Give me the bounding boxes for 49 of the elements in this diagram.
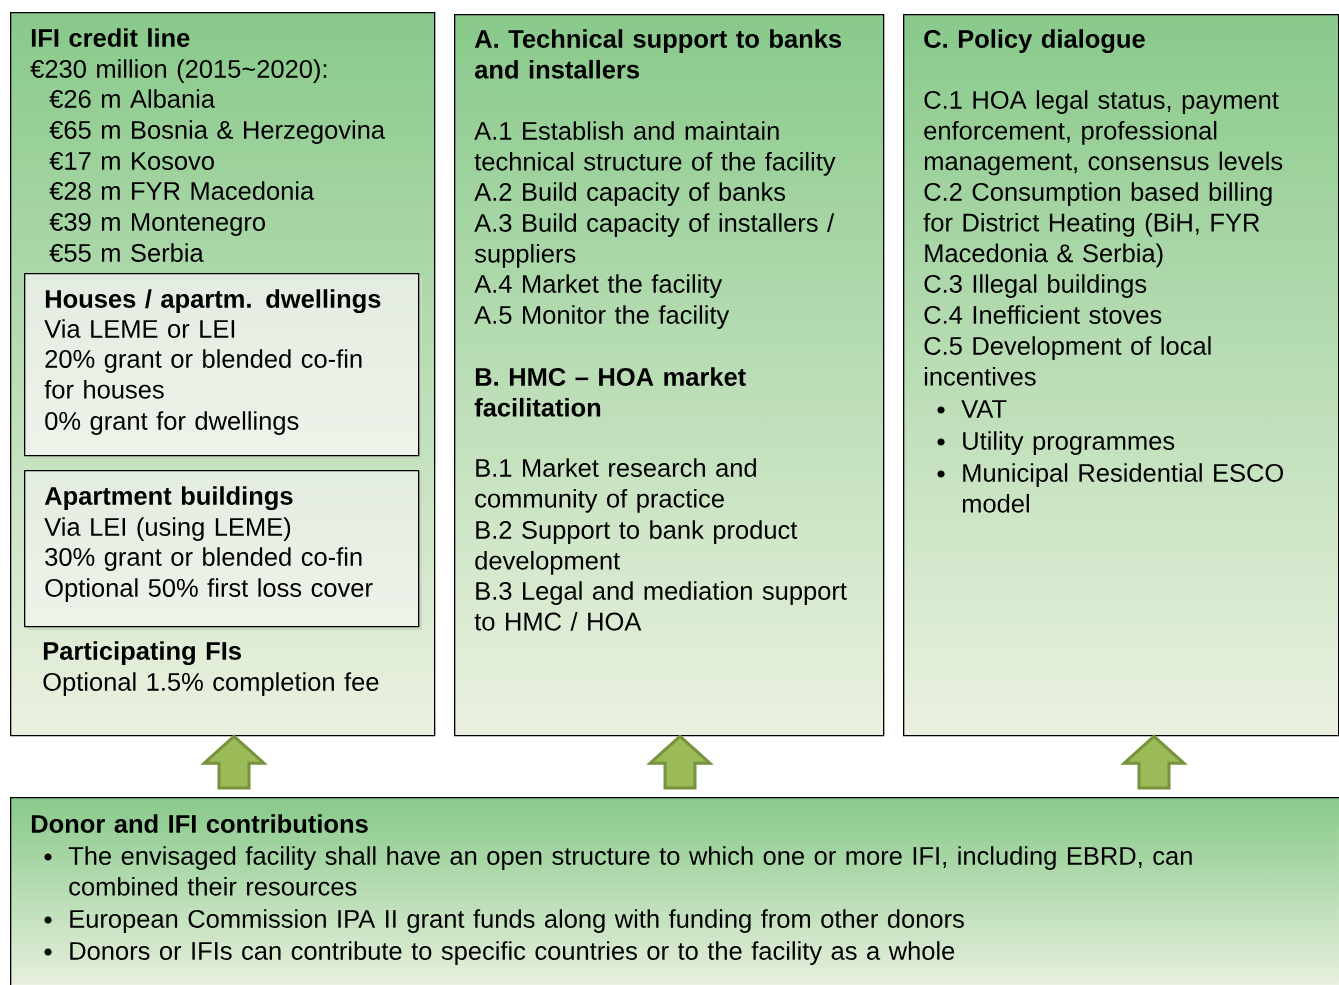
body-text: A.4 Market the facility <box>474 274 723 298</box>
heading: A. Technical support to banks and installers <box>474 29 842 79</box>
panel <box>10 797 1339 985</box>
heading: IFI credit line <box>31 28 190 47</box>
panel <box>903 14 1339 737</box>
body-text: C.5 Development of local incentives <box>924 336 1211 386</box>
body-text: Via LEME or LEI <box>44 319 235 338</box>
body-text: €28 m FYR Macedonia <box>49 181 315 200</box>
block-arrow <box>646 734 714 790</box>
body-text: C.1 HOA legal status, payment enforcement, professional management, consensus levels <box>924 90 1283 176</box>
body-text: Optional 1.5% completion fee <box>43 672 379 696</box>
body-text: 30% grant or blended co-fin <box>45 547 362 571</box>
body-text: €55 m Serbia <box>49 243 204 262</box>
list-item: Municipal Residential ESCO model <box>962 463 1284 513</box>
body-text: €65 m Bosnia & Herzegovina <box>49 120 386 144</box>
heading: B. HMC – HOA market facilitation <box>474 367 746 417</box>
body-text: Via LEI (using LEME) <box>44 517 291 541</box>
list-item: Utility programmes <box>963 431 1175 455</box>
heading: Apartment buildings <box>44 486 293 511</box>
body-text: A.3 Build capacity of installers / suppliers <box>474 213 835 268</box>
body-text: 0% grant for dwellings <box>45 411 299 435</box>
list-item: European Commission IPA II grant funds along with funding from other donors <box>70 909 964 933</box>
block-arrow <box>200 734 268 790</box>
body-text: 20% grant or blended co-fin for houses <box>44 349 362 399</box>
body-text: C.4 Inefficient stoves <box>924 305 1162 324</box>
list-item: Donors or IFIs can contribute to specific countries or to the facility as a whole <box>70 941 955 965</box>
body-text: Optional 50% first loss cover <box>45 578 373 602</box>
body-text: C.2 Consumption based billing for District Heating (BiH, FYR Macedonia & Serbia) <box>923 182 1272 268</box>
body-text: A.2 Build capacity of banks <box>474 182 786 206</box>
panel <box>454 14 885 737</box>
list-item: The envisaged facility shall have an open structure to which one or more IFI, including EBRD, can combined their resources <box>68 846 1192 896</box>
body-text: €17 m Kosovo <box>49 151 214 170</box>
body-text: B.1 Market research and community of practice <box>475 458 756 513</box>
body-text: A.5 Monitor the facility <box>474 305 730 329</box>
list-item: VAT <box>961 400 1007 418</box>
inner-box <box>24 273 422 459</box>
heading: C. Policy dialogue <box>924 29 1145 54</box>
body-text: €230 million (2015~2020): <box>30 59 327 83</box>
inner-box <box>24 470 422 630</box>
heading: Participating FIs <box>43 641 241 666</box>
block-arrow <box>1120 734 1188 790</box>
body-text: C.3 Illegal buildings <box>924 274 1147 298</box>
heading: Donor and IFI contributions <box>31 814 368 833</box>
body-text: €26 m Albania <box>49 89 215 108</box>
body-text: €39 m Montenegro <box>49 212 265 236</box>
heading: Houses / apartm. dwellings <box>45 289 381 314</box>
body-text: A.1 Establish and maintain technical structure of the facility <box>474 121 836 176</box>
body-text: B.2 Support to bank product development <box>475 520 798 575</box>
body-text: B.3 Legal and mediation support to HMC / HOA <box>474 581 847 631</box>
